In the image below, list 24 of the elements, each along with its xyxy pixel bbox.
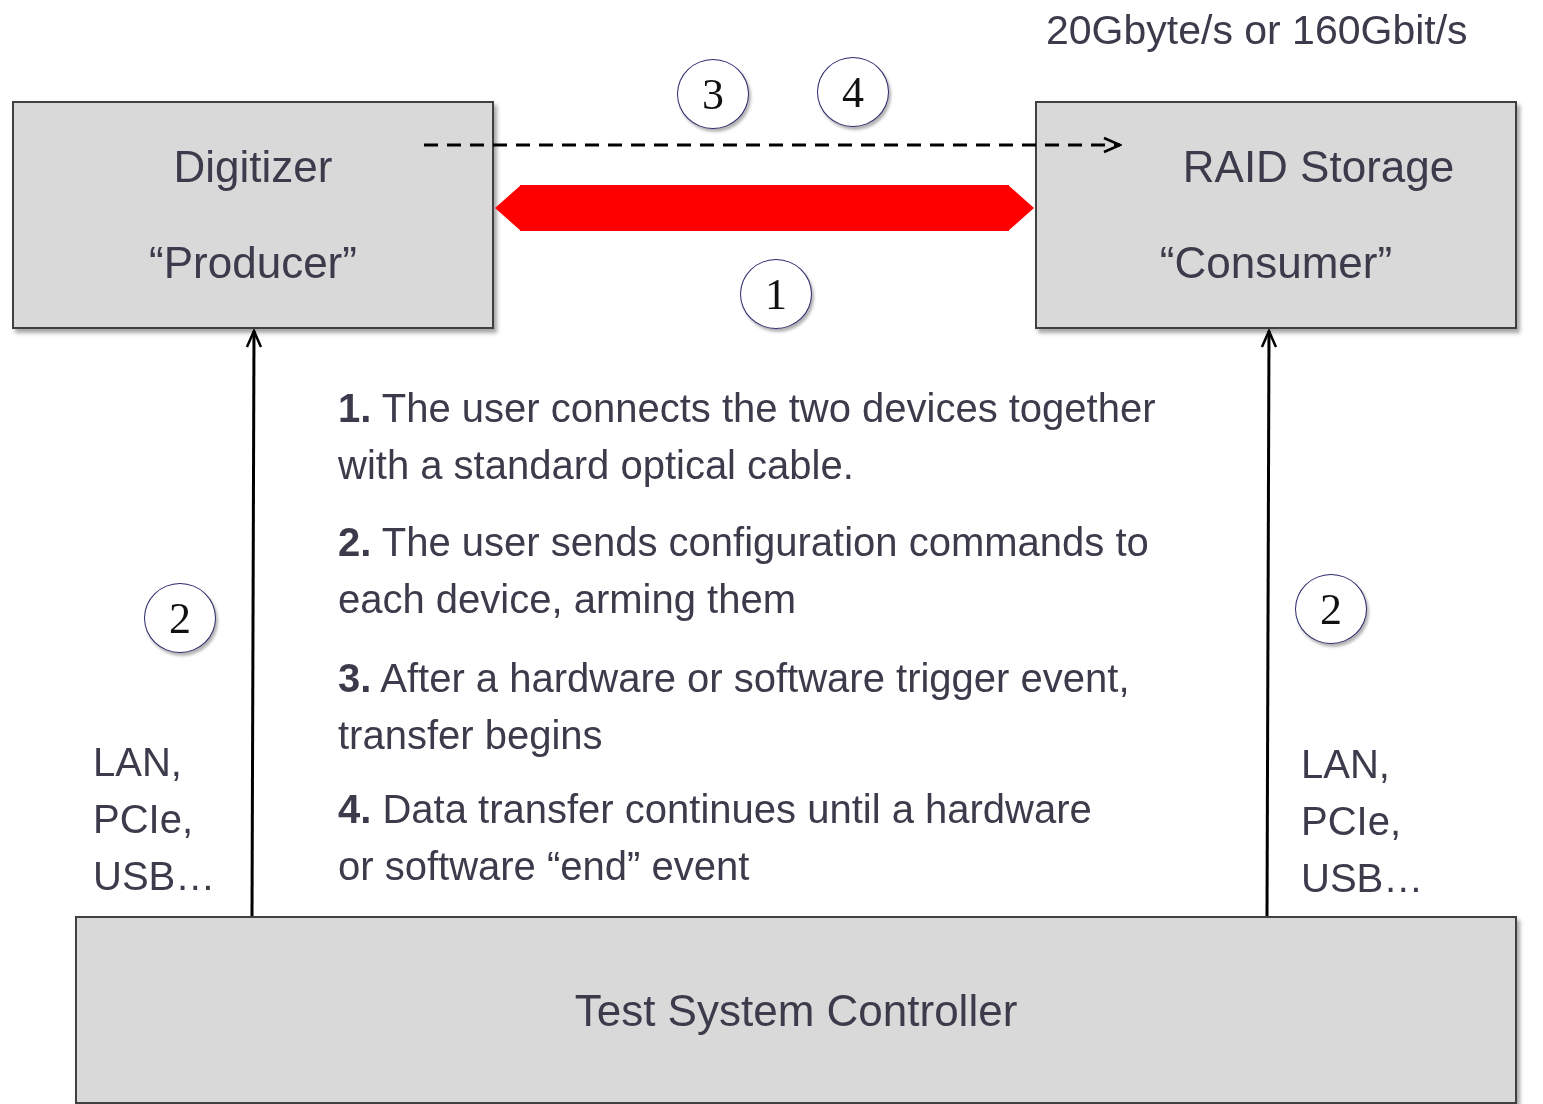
step-number-circle: 1	[740, 259, 812, 329]
step-number-circle: 4	[817, 57, 889, 127]
step-number-circle: 3	[677, 59, 749, 129]
step-text: 4. Data transfer continues until a hardware or software “end” event	[338, 786, 1093, 890]
role-label: “Producer”	[149, 238, 357, 288]
device-box	[12, 101, 494, 329]
control-arrow	[1260, 329, 1278, 916]
device-name: Test System Controller	[574, 986, 1018, 1036]
controller-box	[75, 916, 1517, 1104]
device-name: Digitizer	[173, 142, 333, 192]
step-number-circle: 2	[1295, 574, 1367, 644]
optical-cable-arrow	[495, 185, 1034, 231]
device-name: RAID Storage	[1182, 142, 1455, 192]
interface-label: LAN, PCIe, USB…	[1301, 741, 1425, 902]
control-arrow	[245, 329, 263, 916]
step-text: 1. The user connects the two devices together with a standard optical cable.	[338, 385, 1157, 489]
step-text: 2. The user sends configuration commands to each device, arming them	[338, 519, 1150, 623]
step-text: 3. After a hardware or software trigger event, transfer begins	[338, 655, 1131, 759]
device-box	[1035, 101, 1517, 329]
data-flow-arrow	[424, 136, 1122, 154]
step-number-circle: 2	[144, 583, 216, 653]
rate-label: 20Gbyte/s or 160Gbit/s	[1046, 6, 1469, 55]
role-label: “Consumer”	[1159, 238, 1393, 288]
interface-label: LAN, PCIe, USB…	[93, 739, 217, 900]
